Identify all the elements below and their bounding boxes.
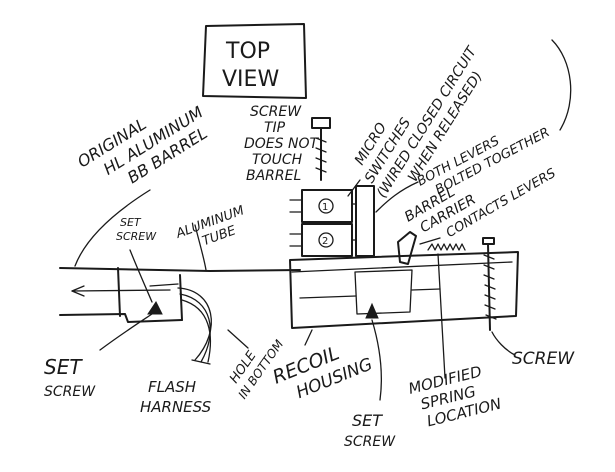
set-screw-small-line-1: SET (120, 216, 142, 229)
leader-micro-switches (347, 179, 361, 197)
leader-set-screw-bottom (371, 319, 382, 401)
right-screw (482, 237, 497, 331)
flash-harness-line-2: HARNESS (140, 398, 212, 416)
leader-set-screw-left (99, 313, 153, 351)
switch-1-number: 1 (322, 202, 328, 213)
screw-tip-line-4: TOUCH (252, 152, 303, 168)
label-flash-harness: FLASH HARNESS (140, 378, 212, 416)
screw-tip-line-3: DOES NOT (244, 136, 319, 152)
switch-2-number: 2 (322, 236, 328, 247)
label-set-screw-bottom: SET SCREW (344, 411, 396, 450)
barrel-carrier-lever (397, 231, 417, 265)
set-screw-bottom-line-1: SET (352, 411, 383, 430)
leader-modified-spring (437, 253, 446, 379)
set-screw-left-line-2: SCREW (44, 384, 96, 400)
spring (427, 243, 466, 251)
leader-both-levers (375, 181, 419, 213)
flash-harness-wires (177, 287, 212, 365)
micro-switches-bracket (551, 39, 572, 131)
label-screw-tip: SCREW TIP DOES NOT TOUCH BARREL (244, 104, 319, 184)
title-box: TOP VIEW (202, 23, 307, 99)
recoil-housing (289, 251, 519, 329)
leader-set-screw-small (129, 249, 153, 303)
title-line-1: TOP (225, 39, 270, 64)
leader-screw-right (491, 331, 516, 356)
top-screw (311, 117, 331, 181)
set-screw-left-marker (147, 301, 163, 315)
leader-aluminum-tube (194, 224, 207, 271)
label-set-screw-left: SET SCREW (44, 355, 96, 400)
flash-harness-line-1: FLASH (148, 378, 196, 396)
set-screw-left-line-1: SET (44, 355, 83, 379)
bb-barrel (59, 267, 301, 323)
screw-tip-line-1: SCREW (250, 104, 302, 120)
leader-barrel-carrier (419, 237, 441, 245)
label-screw-right: SCREW (512, 349, 575, 369)
title-line-2: VIEW (222, 67, 279, 92)
set-screw-bottom-marker (365, 302, 379, 319)
set-screw-small-line-2: SCREW (116, 230, 157, 243)
label-original-barrel: ORIGINAL HL ALUMINUM BB BARREL (74, 102, 211, 187)
micro-switches: 1 2 (289, 185, 375, 257)
label-recoil-housing: RECOIL HOUSING (270, 342, 376, 403)
label-modified-spring: MODIFIED SPRING LOCATION (407, 362, 503, 430)
label-aluminum-tube: ALUMINUM TUBE (173, 203, 246, 249)
set-screw-bottom-line-2: SCREW (344, 434, 396, 450)
leader-recoil-housing (304, 329, 313, 346)
leader-hole-in-bottom (227, 329, 249, 349)
screw-tip-line-2: TIP (264, 120, 286, 136)
label-set-screw-small: SET SCREW (116, 216, 157, 243)
screw-tip-line-5: BARREL (246, 168, 301, 184)
leader-original-barrel (74, 189, 151, 267)
